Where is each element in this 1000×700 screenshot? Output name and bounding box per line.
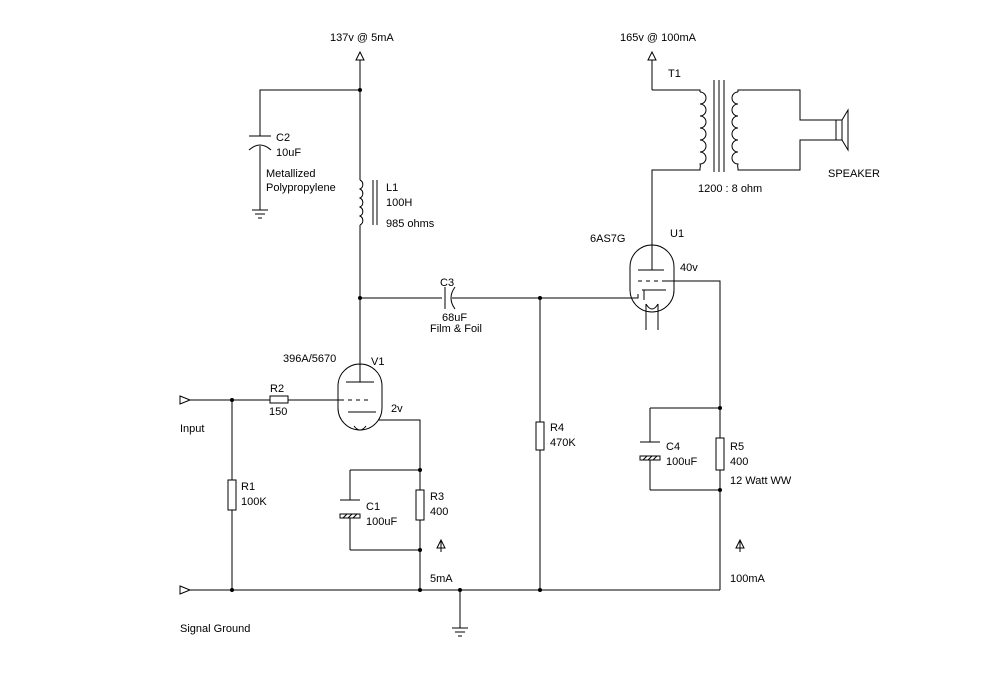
u1-cathode-voltage: 40v [680,262,698,274]
r1-value: 100K [241,496,267,508]
u1-ref: U1 [670,228,684,240]
inductor-l1 [358,179,378,226]
wires [190,60,836,628]
l1-resistance: 985 ohms [386,218,435,230]
r2-ref: R2 [270,383,284,395]
input-label: Input [180,423,204,435]
r2-value: 150 [269,406,287,418]
u1-cathode-current: 100mA [730,573,766,585]
r4-ref: R4 [550,422,564,434]
c2-type-line2: Polypropylene [266,182,336,194]
junction-dot [538,296,542,300]
junction-dot [358,296,362,300]
capacitor-c2 [248,135,272,151]
junction-dot [418,548,422,552]
resistor-r2 [269,395,289,404]
resistor-r5 [715,437,725,471]
v1-cathode-voltage: 2v [391,403,403,415]
ground-icon [252,209,268,219]
v1-type: 396A/5670 [283,353,336,365]
r3-ref: R3 [430,491,444,503]
r1-ref: R1 [241,481,255,493]
ground-terminal-icon [179,585,192,595]
v1-ref: V1 [371,356,384,368]
c3-ref: C3 [440,277,454,289]
u1-type: 6AS7G [590,233,625,245]
current-arrow-icon [735,538,745,552]
c4-value: 100uF [666,456,697,468]
l1-value: 100H [386,197,412,209]
speaker-icon [835,108,849,152]
resistor-r1 [227,479,237,511]
speaker-label: SPEAKER [828,168,880,180]
t1-ref: T1 [668,68,681,80]
c3-type: Film & Foil [430,323,482,335]
c1-value: 100uF [366,516,397,528]
v1-cathode-current: 5mA [430,573,453,585]
t1-ratio: 1200 : 8 ohm [698,183,762,195]
current-arrow-icon [436,538,446,552]
junction-dot [358,88,362,92]
supply-arrow-icon [647,50,657,61]
c2-value: 10uF [276,147,301,159]
ground-icon [452,627,468,637]
junction-dot [458,588,462,592]
r5-ref: R5 [730,441,744,453]
v1-supply-label: 137v @ 5mA [330,32,394,44]
junction-dot [418,588,422,592]
resistor-r3 [415,489,425,521]
c3-value: 68uF [442,312,467,324]
transformer-t1 [699,80,739,172]
junctions [230,88,722,592]
supply-arrow-icon [355,50,365,61]
c1-ref: C1 [366,501,380,513]
junction-dot [230,588,234,592]
junction-dot [538,588,542,592]
vacuum-tube-u1 [626,244,675,330]
l1-ref: L1 [386,182,398,194]
junction-dot [418,468,422,472]
r3-value: 400 [430,506,448,518]
r5-value: 400 [730,456,748,468]
capacitor-c4 [639,441,661,461]
u1-supply-label: 165v @ 100mA [620,32,697,44]
junction-dot [230,398,234,402]
vacuum-tube-v1 [337,363,383,431]
junction-dot [718,406,722,410]
r5-rating: 12 Watt WW [730,475,792,487]
signal-ground-label: Signal Ground [180,623,250,635]
capacitor-c1 [339,499,361,519]
c4-ref: C4 [666,441,680,453]
resistor-r4 [535,421,545,451]
junction-dot [718,488,722,492]
capacitor-c3 [444,286,456,310]
c2-type-line1: Metallized [266,168,316,180]
input-terminal-icon [179,395,192,405]
r4-value: 470K [550,437,576,449]
c2-ref: C2 [276,132,290,144]
